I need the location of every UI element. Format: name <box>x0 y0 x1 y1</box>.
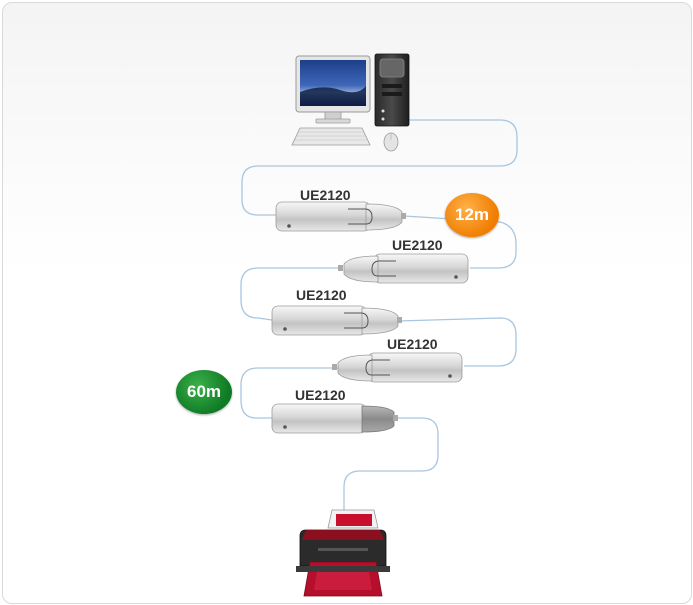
cable-pc-to-extender-1 <box>241 119 518 216</box>
distance-badge-60m: 60m <box>176 370 232 414</box>
cable-extender-1-to-2 <box>403 215 517 269</box>
usb-extender-icon <box>271 305 402 336</box>
keyboard-icon <box>291 127 371 146</box>
extender-3-model-label: UE2120 <box>296 287 347 303</box>
cable-extender-2-to-3 <box>240 267 342 321</box>
cable-extender-5-to-printer <box>343 417 439 512</box>
usb-extender-icon <box>338 253 469 284</box>
extender-1-model-label: UE2120 <box>300 187 351 203</box>
cable-extender-3-to-4 <box>397 317 517 367</box>
usb-extender-icon <box>275 201 406 232</box>
cable-extender-4-to-5 <box>240 367 338 419</box>
distance-badge-12m: 12m <box>445 193 499 237</box>
desktop-computer-icon <box>295 53 410 127</box>
mouse-icon <box>383 132 399 152</box>
extender-2-model-label: UE2120 <box>392 237 443 253</box>
usb-cables <box>240 119 518 512</box>
extender-5-model-label: UE2120 <box>295 387 346 403</box>
extender-4-model-label: UE2120 <box>387 336 438 352</box>
usb-extender-icon <box>271 403 398 434</box>
printer-icon <box>296 509 390 597</box>
usb-extender-icon <box>332 352 463 383</box>
